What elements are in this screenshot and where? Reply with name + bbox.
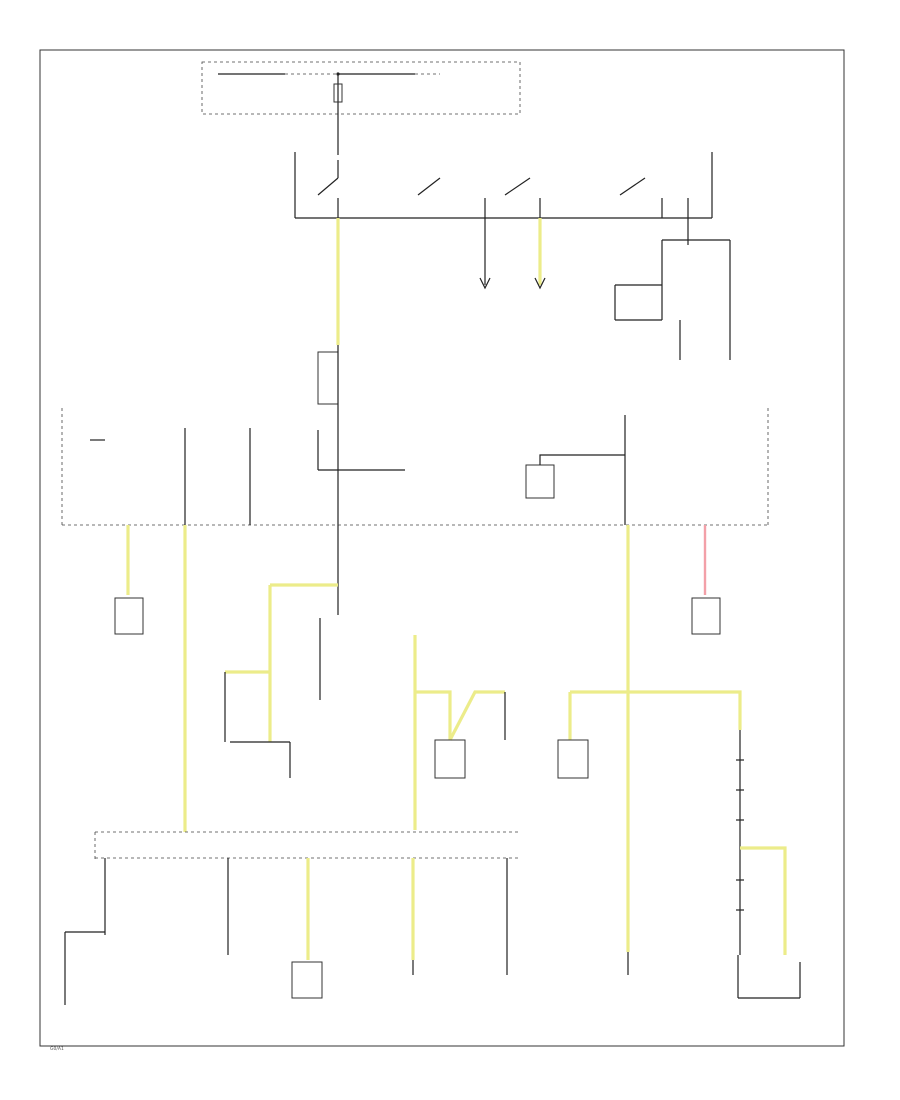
diagram-footer-label: G0/A1: [50, 1046, 64, 1052]
component-right-top: [691, 597, 721, 635]
ignition-switch: [294, 152, 713, 219]
lower-connector-box: [94, 831, 520, 860]
diagram-frame: [39, 49, 845, 1047]
relay-cluster: [614, 218, 731, 360]
under-dash-fuse-box: [61, 408, 769, 526]
underhood-fuse-box: [201, 61, 521, 155]
component-mid-1: [434, 739, 466, 779]
component-left-1: [114, 597, 144, 635]
component-bottom-1: [291, 961, 323, 999]
component-right-1: [557, 739, 589, 779]
